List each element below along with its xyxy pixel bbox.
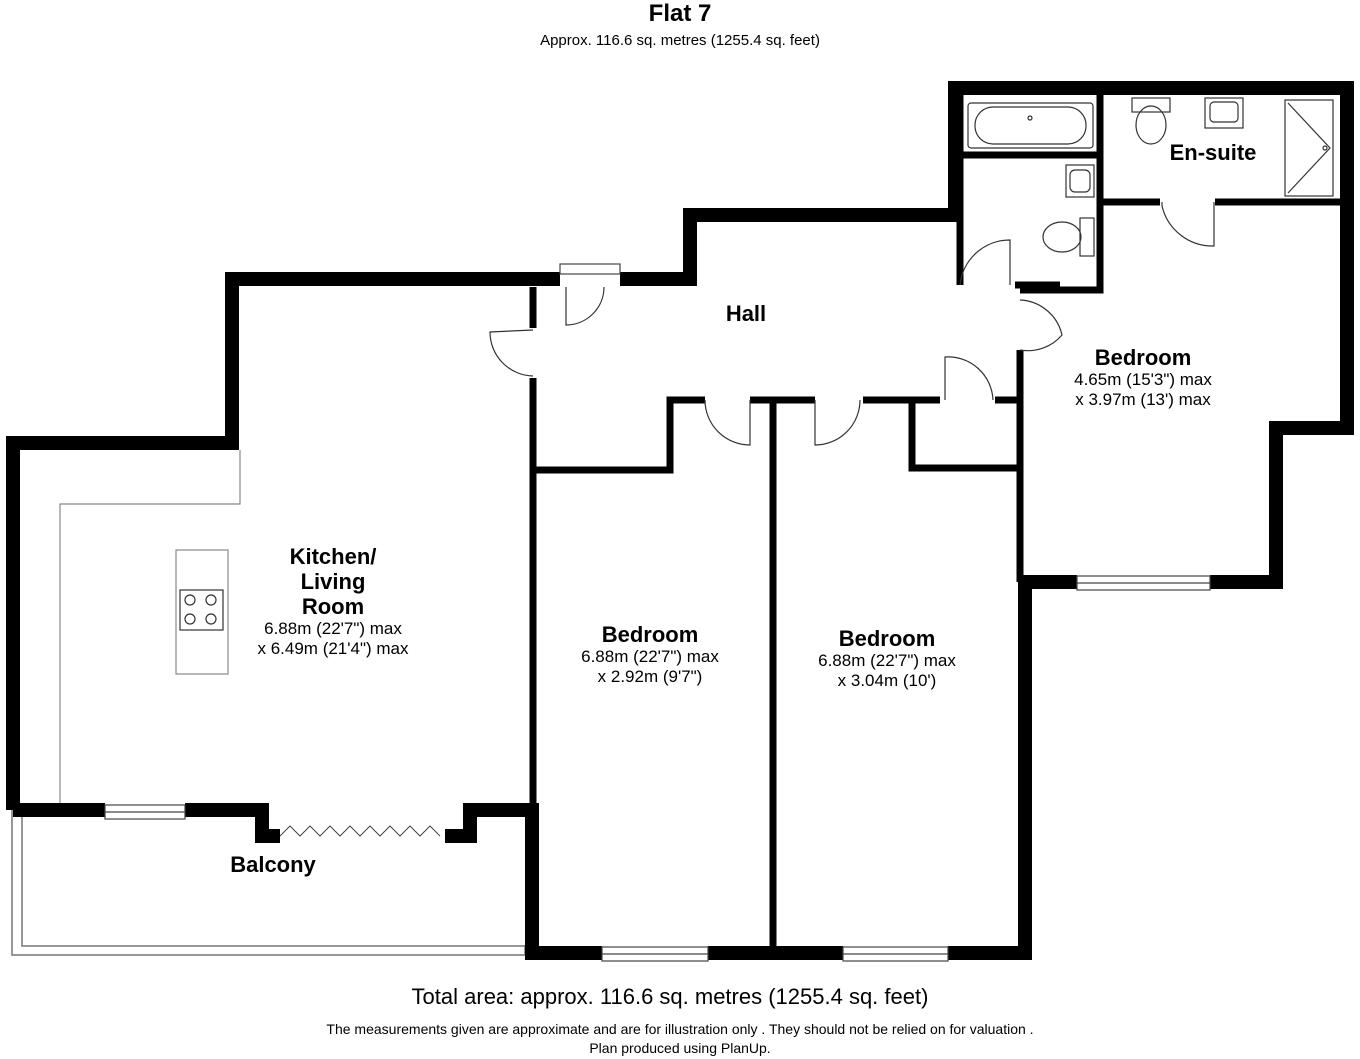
plan-title: Flat 7 bbox=[648, 0, 712, 27]
bedroom-left-name: Bedroom bbox=[601, 622, 699, 647]
kitchen-dim-2: x 6.49m (21'4") max bbox=[257, 639, 409, 658]
windows bbox=[104, 263, 1211, 962]
bedroom-left-dim-1: 6.88m (22'7") max bbox=[581, 647, 719, 666]
kitchen-name-3: Room bbox=[301, 594, 365, 619]
plan-subtitle: Approx. 116.6 sq. metres (1255.4 sq. fee… bbox=[540, 32, 820, 49]
interior-walls bbox=[529, 95, 1340, 953]
bedroom-right-label: Bedroom 4.65m (15'3") max x 3.97m (13') … bbox=[1043, 345, 1243, 410]
bedroom-middle-label: Bedroom 6.88m (22'7") max x 3.04m (10') bbox=[787, 626, 987, 691]
disclaimer: The measurements given are approximate a… bbox=[326, 1021, 1034, 1037]
bath-icon bbox=[967, 102, 1094, 149]
kitchen-counter bbox=[59, 450, 241, 804]
toilet-icon bbox=[1042, 97, 1171, 257]
ensuite-label: En-suite bbox=[1169, 140, 1257, 165]
door-swings bbox=[489, 202, 1215, 446]
kitchen-name-1: Kitchen/ bbox=[289, 544, 377, 569]
total-area: Total area: approx. 116.6 sq. metres (12… bbox=[411, 984, 929, 1009]
plan-credit: Plan produced using PlanUp. bbox=[589, 1040, 771, 1056]
shower-icon bbox=[1284, 99, 1334, 197]
bedroom-middle-dim-2: x 3.04m (10') bbox=[837, 671, 937, 690]
bedroom-right-dim-2: x 3.97m (13') max bbox=[1075, 390, 1211, 409]
bedroom-left-label: Bedroom 6.88m (22'7") max x 2.92m (9'7") bbox=[550, 622, 750, 687]
folding-door bbox=[279, 825, 441, 837]
basin-icon bbox=[1065, 97, 1244, 198]
bedroom-right-dim-1: 4.65m (15'3") max bbox=[1074, 370, 1212, 389]
kitchen-name-2: Living bbox=[300, 569, 366, 594]
bedroom-middle-dim-1: 6.88m (22'7") max bbox=[818, 651, 956, 670]
bedroom-middle-name: Bedroom bbox=[838, 626, 936, 651]
outer-walls bbox=[6, 81, 1354, 960]
balcony-label: Balcony bbox=[230, 852, 316, 877]
bedroom-left-dim-2: x 2.92m (9'7") bbox=[597, 667, 703, 686]
bedroom-right-name: Bedroom bbox=[1094, 345, 1192, 370]
kitchen-dim-1: 6.88m (22'7") max bbox=[264, 619, 402, 638]
kitchen-label: Kitchen/ Living Room 6.88m (22'7") max x… bbox=[233, 544, 433, 659]
hall-label: Hall bbox=[725, 301, 767, 326]
hob-icon bbox=[179, 589, 224, 631]
